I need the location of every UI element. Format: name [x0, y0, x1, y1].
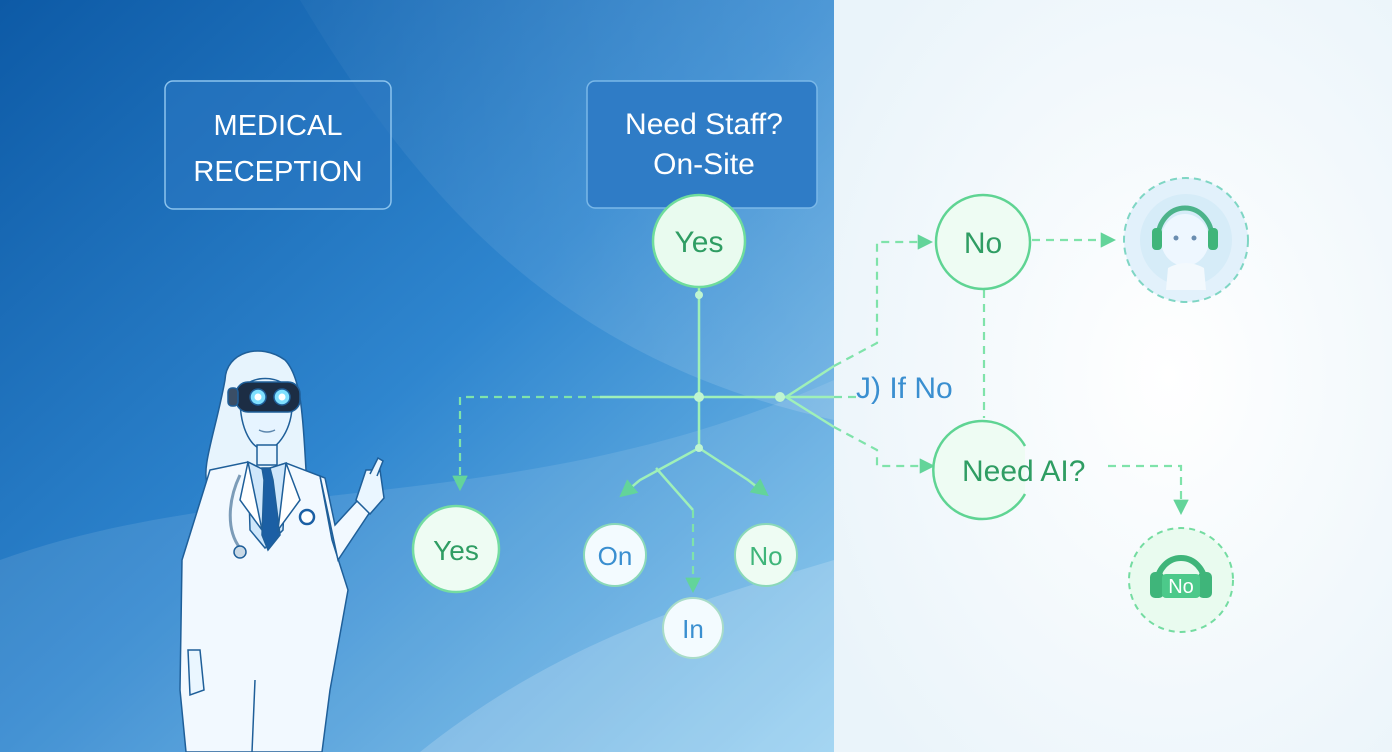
node-in: In [662, 597, 724, 659]
right-panel-background [834, 0, 1392, 752]
title-line-1: MEDICAL [214, 110, 343, 142]
title-line-2: RECEPTION [193, 156, 362, 188]
solid-connectors [600, 287, 835, 511]
badge-label: No [1168, 576, 1194, 598]
junction-dots [694, 291, 785, 452]
node-need-ai: Need AI? [932, 419, 1085, 521]
need-staff-box: Need Staff? On-Site [586, 80, 818, 209]
medical-reception-box: MEDICAL RECEPTION [164, 80, 392, 210]
node-label: On [598, 541, 633, 571]
node-label: Need AI? [962, 455, 1085, 488]
branch-label-if-no: J) If No [856, 372, 953, 405]
node-no-mid: No [734, 523, 798, 587]
node-label: Yes [675, 226, 724, 259]
node-yes-left: Yes [411, 504, 501, 594]
node-yes-top: Yes [651, 193, 747, 289]
question-line-1: Need Staff? [625, 108, 783, 141]
node-label: No [964, 227, 1002, 260]
ai-agent-headset-icon [1123, 177, 1249, 303]
doctor-with-vr-headset-illustration [179, 350, 385, 752]
node-no-right: No [934, 193, 1032, 291]
node-on: On [583, 523, 647, 587]
dashed-connectors [452, 232, 1189, 594]
node-label: No [749, 541, 782, 571]
node-label: Yes [433, 535, 479, 566]
headset-no-badge-icon: No [1128, 527, 1234, 633]
node-label: In [682, 614, 704, 644]
background-wave [420, 560, 834, 752]
question-line-2: On-Site [653, 148, 755, 181]
